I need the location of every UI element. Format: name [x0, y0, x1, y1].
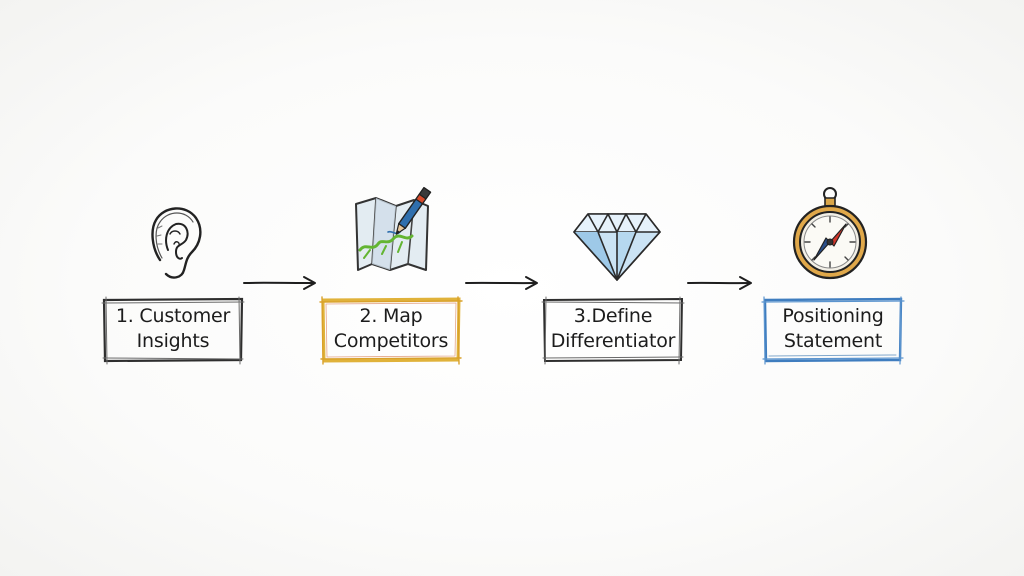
step-label-line1: Positioning: [782, 305, 884, 327]
step-label: 2. Map Competitors: [318, 304, 464, 354]
step-customer-insights: 1. Customer Insights: [100, 296, 246, 365]
arrow-right-icon: [243, 276, 316, 290]
step-label-line2: Competitors: [333, 330, 449, 352]
step-label-line2: Insights: [136, 330, 210, 352]
step-label-line1: 2. Map: [359, 305, 423, 327]
ear-icon: [151, 207, 202, 279]
step-label: Positioning Statement: [760, 304, 906, 354]
step-frame: [541, 296, 685, 365]
diamond-icon: [573, 213, 661, 281]
step-label: 3.Define Differentiator: [540, 304, 686, 354]
compass-icon: [792, 187, 868, 280]
step-frame: [101, 296, 245, 365]
step-label-line2: Statement: [783, 330, 883, 352]
step-frame: [761, 296, 905, 365]
step-label-line1: 1. Customer: [115, 305, 231, 327]
step-frame: [319, 296, 463, 365]
arrow-right-icon: [465, 276, 538, 290]
arrow-right-icon: [687, 276, 752, 290]
map-pencil-icon: [355, 186, 432, 271]
step-label: 1. Customer Insights: [100, 304, 246, 354]
step-label-line1: 3.Define: [573, 305, 653, 327]
step-label-line2: Differentiator: [550, 330, 676, 352]
step-positioning-statement: Positioning Statement: [760, 296, 906, 365]
step-map-competitors: 2. Map Competitors: [318, 296, 464, 365]
step-define-differentiator: 3.Define Differentiator: [540, 296, 686, 365]
